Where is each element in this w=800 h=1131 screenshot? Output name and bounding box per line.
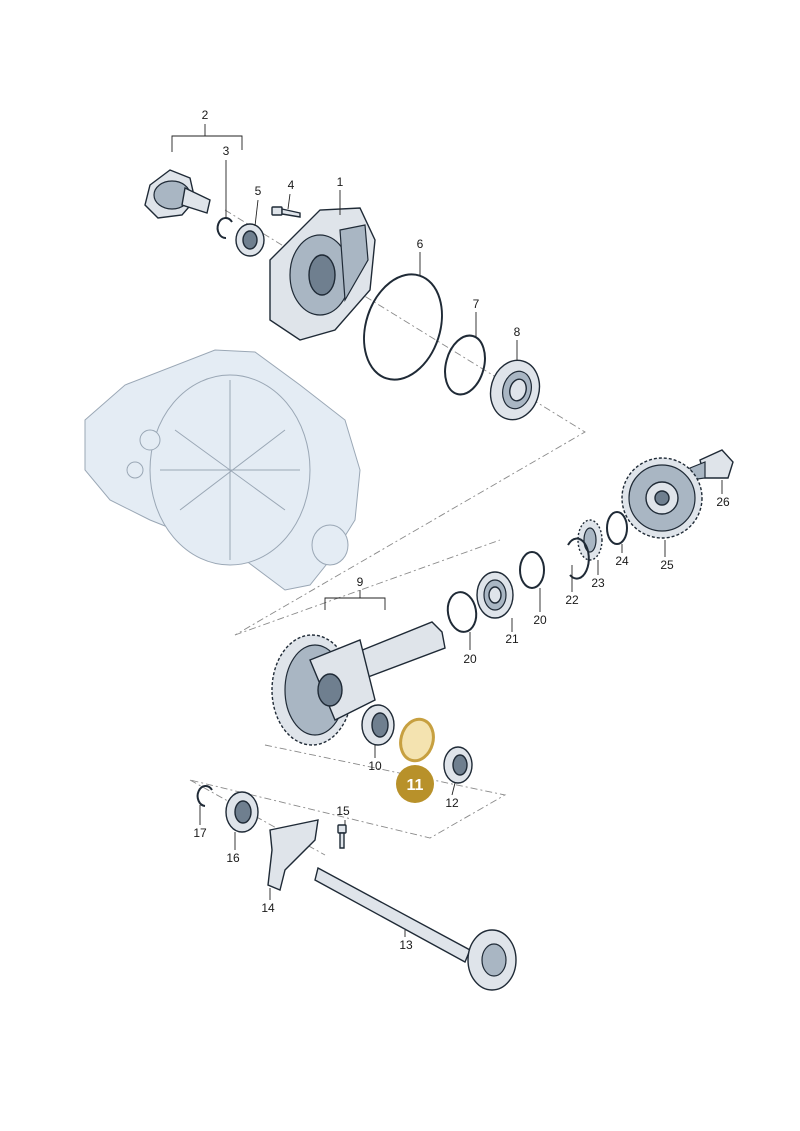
bracket-14 [267, 819, 319, 891]
circlip-22 [567, 537, 590, 580]
callout-4: 4 [288, 178, 295, 192]
gearbox-housing-ghost [84, 349, 361, 591]
callout-6: 6 [417, 237, 424, 251]
callout-14: 14 [261, 901, 275, 915]
callout-26: 26 [716, 495, 730, 509]
callout-23: 23 [591, 576, 605, 590]
callout-13: 13 [399, 938, 413, 952]
drive-shaft-13 [314, 866, 517, 991]
callout-8: 8 [514, 325, 521, 339]
highlight-callout-11[interactable]: 11 [396, 765, 434, 803]
callout-21: 21 [505, 632, 519, 646]
highlight-badge [396, 765, 434, 803]
callout-7: 7 [473, 297, 480, 311]
callout-9: 9 [357, 575, 364, 589]
callout-24: 24 [615, 554, 629, 568]
callout-17: 17 [193, 826, 207, 840]
callout-5: 5 [255, 184, 262, 198]
callout-12: 12 [445, 796, 459, 810]
seal-5 [235, 223, 265, 257]
seal-16 [225, 791, 259, 833]
callout-25: 25 [660, 558, 674, 572]
o-ring-6 [363, 273, 443, 381]
cover-1 [269, 207, 376, 341]
gear-23 [577, 519, 603, 561]
callout-20-upper: 20 [533, 613, 547, 627]
shaft-end-26 [689, 449, 734, 481]
ring-7 [444, 334, 486, 396]
callout-10: 10 [368, 759, 382, 773]
callout-22: 22 [565, 593, 579, 607]
callout-15: 15 [336, 804, 350, 818]
shim-11-highlighted [399, 717, 435, 763]
bearing-12 [443, 746, 473, 784]
bolt-15 [337, 824, 347, 849]
circlip-17 [196, 785, 213, 807]
bolt-4 [271, 206, 301, 218]
ring-24 [606, 511, 628, 545]
circlip-3 [216, 217, 233, 240]
output-flange [144, 169, 211, 219]
leader-lines [171, 124, 723, 937]
bearing-10 [361, 704, 395, 746]
callout-3: 3 [223, 144, 230, 158]
callout-11: 11 [407, 777, 424, 794]
bearing-8 [489, 359, 541, 421]
bearing-21 [476, 571, 514, 619]
callout-1: 1 [337, 175, 344, 189]
callout-20-lower: 20 [463, 652, 477, 666]
ring-20-upper [519, 551, 545, 589]
callout-2: 2 [202, 108, 209, 122]
differential-9 [271, 621, 446, 746]
ring-20-lower [446, 591, 478, 633]
gear-25 [621, 457, 703, 539]
callout-16: 16 [226, 851, 240, 865]
